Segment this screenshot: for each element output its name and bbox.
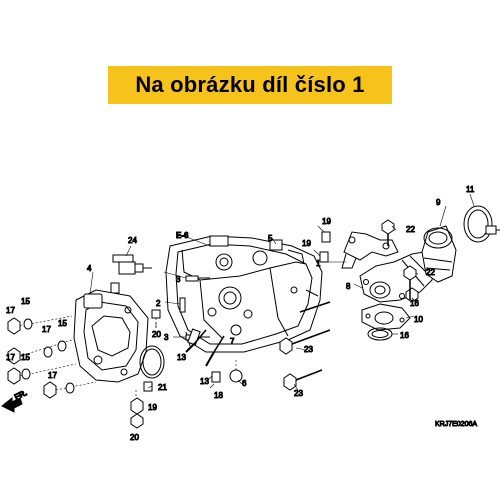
long-bolt-23a[interactable] [279, 329, 331, 355]
callout-3-upper: 3 [176, 275, 181, 284]
cap-nut-6[interactable] [229, 369, 243, 383]
stud-bolt-upper[interactable] [185, 275, 210, 282]
reference-label: E-6 [176, 231, 189, 240]
cylinder-head[interactable] [165, 235, 323, 353]
washer-15c[interactable] [57, 340, 67, 352]
callout-13-upper: 13 [177, 353, 186, 362]
callout-19-upper: 19 [322, 217, 331, 226]
callout-16-upper: 16 [410, 299, 419, 308]
callout-9: 9 [436, 198, 441, 207]
callout-17-d: 17 [48, 371, 57, 380]
banner-text: Na obrázku díl číslo 1 [135, 72, 365, 97]
callout-23-lower: 23 [294, 389, 303, 398]
callout-22-upper: 22 [406, 225, 415, 234]
nut-19[interactable] [130, 397, 144, 415]
bolt-17d[interactable] [43, 381, 97, 399]
callout-18: 18 [214, 391, 223, 400]
front-direction-arrow [1, 396, 23, 413]
band-clamp[interactable] [463, 205, 500, 243]
gasket[interactable] [361, 303, 411, 331]
callout-15-a: 15 [21, 297, 30, 306]
callout-2: 2 [156, 299, 161, 308]
callout-17-c: 17 [6, 353, 15, 362]
stud-13b[interactable] [205, 335, 225, 367]
callout-1: 1 [316, 259, 321, 268]
callout-17-a: 17 [6, 306, 15, 315]
callout-19-mid: 19 [302, 239, 311, 248]
callout-8: 8 [346, 282, 351, 291]
bolt-22b[interactable] [403, 265, 417, 300]
washer-15a[interactable] [23, 318, 33, 330]
dowel-19a[interactable] [319, 251, 329, 263]
callout-16-lower: 16 [400, 331, 409, 340]
part-number-banner: Na obrázku díl číslo 1 [108, 66, 392, 104]
callout-17-b: 17 [42, 325, 51, 334]
callout-19-lower: 19 [148, 403, 157, 412]
callout-7: 7 [230, 337, 235, 346]
callout-21: 21 [158, 383, 167, 392]
callout-24: 24 [128, 236, 137, 245]
callout-6: 6 [242, 379, 247, 388]
washer-15d[interactable] [21, 368, 31, 380]
o-ring[interactable] [139, 345, 165, 379]
spark-plug[interactable] [112, 254, 152, 275]
callout-15-c: 15 [21, 353, 30, 362]
bolt-17c[interactable] [7, 363, 77, 385]
front-label: FR. [13, 388, 28, 402]
callout-11: 11 [466, 185, 475, 194]
valve-guide-lower[interactable] [187, 328, 201, 346]
callout-20-lower: 20 [130, 433, 139, 442]
collar-18[interactable] [211, 371, 221, 383]
callout-5: 5 [268, 234, 273, 243]
dowel-pin[interactable] [110, 282, 120, 294]
callout-13-lower: 13 [200, 377, 209, 386]
stud-13a[interactable] [185, 329, 207, 353]
dowel-20[interactable] [151, 309, 161, 319]
part-1-bracket[interactable] [341, 231, 399, 269]
washer-15e[interactable] [65, 382, 75, 394]
callout-20-upper: 20 [152, 330, 161, 339]
valve-guide-upper[interactable] [179, 297, 186, 313]
bolt-16a[interactable] [405, 287, 419, 303]
sleeve-21[interactable] [143, 381, 153, 392]
callout-23-upper: 23 [304, 345, 313, 354]
cylinder-head-side-cover[interactable] [73, 289, 149, 383]
callout-4: 4 [87, 264, 92, 273]
bolt-20[interactable] [130, 413, 144, 429]
catalog-code: KRJ7E0206A [435, 421, 477, 428]
connecting-tube[interactable] [421, 225, 457, 283]
callout-15-b: 15 [58, 319, 67, 328]
dowel-19b[interactable] [321, 231, 331, 243]
callout-22-lower: 22 [426, 268, 435, 277]
callout-3-lower: 3 [164, 333, 169, 342]
washer-15b[interactable] [43, 346, 53, 358]
long-bolt-23b[interactable] [283, 369, 323, 391]
bolt-22a[interactable] [381, 219, 395, 246]
callout-10: 10 [414, 315, 423, 324]
